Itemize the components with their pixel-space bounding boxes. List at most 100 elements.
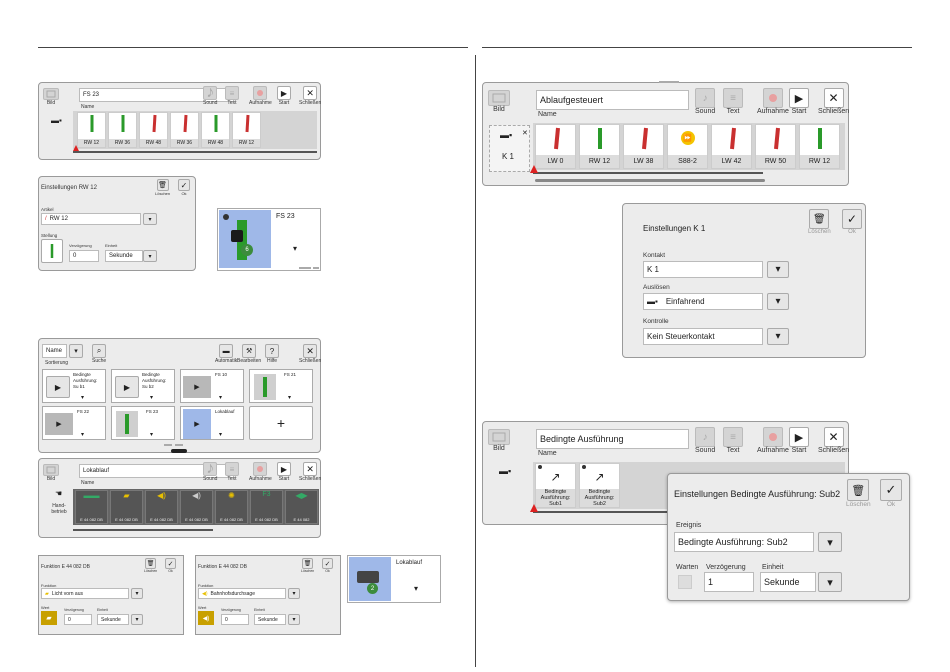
sequence-tile[interactable]: ▶Bedingte Ausführung: Su b1▾ [42, 369, 106, 403]
step-cell[interactable]: RW 12 [579, 124, 620, 169]
step-cell[interactable]: ▬▬E 44 082 DB [75, 490, 108, 524]
step-cell[interactable]: RW 12 [232, 112, 261, 148]
timeline-marker[interactable] [530, 504, 538, 512]
bild-button[interactable]: Bild [43, 88, 59, 106]
step-cell[interactable]: ↗Bedingte Ausführung: Sub2 [579, 463, 620, 508]
contact-trigger-box[interactable]: ▬▪ ✕ K 1 [489, 125, 530, 172]
step-cell[interactable]: ↗Bedingte Ausführung: Sub1 [535, 463, 576, 508]
wert-toggle[interactable]: ◀) [198, 611, 214, 625]
sound-button[interactable]: ♪Sound [695, 427, 715, 454]
close-button[interactable]: ✕Schließen [818, 427, 849, 454]
text-button[interactable]: ≡Text [225, 86, 239, 106]
sort-field[interactable]: Name [42, 344, 67, 358]
timeline-marker[interactable] [73, 145, 79, 151]
text-button[interactable]: ≡Text [723, 427, 743, 454]
warten-checkbox[interactable] [678, 575, 692, 589]
funktion-field[interactable]: ◀)Bahnhofsdurchsage [198, 588, 286, 599]
ok-button[interactable]: ✓Ok [880, 479, 902, 508]
name-field[interactable]: Bedingte Ausführung [536, 429, 689, 449]
start-button[interactable]: ▶Start [789, 427, 809, 454]
step-cell[interactable]: LW 38 [623, 124, 664, 169]
chevron-down-icon[interactable]: ▾ [414, 584, 419, 593]
step-cell[interactable]: LW 42 [711, 124, 752, 169]
sequence-tile[interactable]: ▶Bedingte Ausführung: Su b2▾ [111, 369, 175, 403]
text-button[interactable]: ≡Text [225, 462, 239, 482]
step-cell[interactable]: RW 48 [201, 112, 230, 148]
kontakt-field[interactable]: K 1 [643, 261, 763, 278]
chevron-down-icon[interactable]: ▾ [143, 250, 157, 262]
sound-button[interactable]: ♪Sound [203, 460, 218, 482]
add-sequence-button[interactable]: + [249, 406, 313, 440]
aufnahme-button[interactable]: Aufnahme [249, 86, 272, 106]
start-button[interactable]: ▶Start [277, 462, 291, 482]
chevron-down-icon[interactable]: ▾ [288, 614, 300, 625]
sequence-tile[interactable]: ▶FS 10▾ [180, 369, 244, 403]
artikel-field[interactable]: /RW 12 [41, 213, 141, 225]
step-cell[interactable]: RW 36 [170, 112, 199, 148]
sound-button[interactable]: ♪Sound [203, 84, 218, 106]
aufnahme-button[interactable]: Aufnahme [757, 427, 789, 454]
chevron-down-icon[interactable]: ▾ [293, 244, 298, 253]
step-cell[interactable]: ▰E 44 082 DB [110, 490, 143, 524]
chevron-down-icon[interactable]: ▾ [818, 572, 842, 592]
ereignis-field[interactable]: Bedingte Ausführung: Sub2 [674, 532, 814, 552]
ok-button[interactable]: ✓Ok [178, 179, 190, 196]
aufnahme-button[interactable]: Aufnahme [757, 88, 789, 115]
sequence-tile[interactable]: FS 21▾ [249, 369, 313, 403]
verzoegerung-field[interactable]: 0 [69, 250, 99, 262]
chevron-down-icon[interactable]: ▾ [143, 213, 157, 225]
step-cell[interactable]: RW 50 [755, 124, 796, 169]
delete-button[interactable]: 🗑Löschen [155, 179, 170, 196]
kontrolle-field[interactable]: Kein Steuerkontakt [643, 328, 763, 345]
ok-button[interactable]: ✓Ok [165, 558, 176, 573]
step-cell[interactable]: RW 48 [139, 112, 168, 148]
delete-button[interactable]: 🗑Löschen [808, 209, 831, 235]
hilfe-button[interactable]: ?Hilfe [265, 344, 279, 364]
chevron-down-icon[interactable]: ▾ [767, 293, 789, 310]
wert-toggle[interactable]: ▰ [41, 611, 57, 625]
step-cell[interactable]: RW 36 [108, 112, 137, 148]
remove-icon[interactable]: ✕ [522, 130, 528, 137]
start-button[interactable]: ▶Start [277, 86, 291, 106]
chevron-down-icon[interactable]: ▾ [131, 588, 143, 599]
delete-button[interactable]: 🗑Löschen [846, 479, 871, 508]
delete-button[interactable]: 🗑Löschen [144, 558, 157, 573]
sound-button[interactable]: ♪Sound [695, 88, 715, 115]
ok-button[interactable]: ✓Ok [322, 558, 333, 573]
chevron-down-icon[interactable]: ▾ [288, 588, 300, 599]
step-cell[interactable]: ⏩S88-2 [667, 124, 708, 169]
bild-button[interactable]: Bild [488, 90, 510, 113]
lokablauf-tile[interactable]: 2 Lokablauf ▾ [347, 555, 441, 603]
delete-button[interactable]: 🗑Löschen [301, 558, 314, 573]
einheit-field[interactable]: Sekunde [254, 614, 286, 625]
step-cell[interactable]: ✺E 44 082 DB [215, 490, 248, 524]
close-button[interactable]: ✕Schließen [299, 344, 322, 364]
ausloesen-field[interactable]: ▬▪Einfahrend [643, 293, 763, 310]
verzoegerung-field[interactable]: 1 [704, 572, 754, 592]
step-cell[interactable]: ◀)E 44 082 DB [145, 490, 178, 524]
text-button[interactable]: ≡Text [723, 88, 743, 115]
verzoegerung-field[interactable]: 0 [64, 614, 92, 625]
chevron-down-icon[interactable]: ▾ [767, 261, 789, 278]
sequence-tile[interactable]: FS 23▾ [111, 406, 175, 440]
bearbeiten-button[interactable]: ⚒Bearbeiten [237, 344, 261, 364]
fs23-tile[interactable]: 6 FS 23 ▾ [217, 208, 321, 271]
bild-button[interactable]: Bild [43, 464, 59, 482]
automatik-button[interactable]: ▬Automatik [215, 344, 237, 364]
einheit-field[interactable]: Sekunde [97, 614, 129, 625]
sequence-tile[interactable]: ▶FS 22▾ [42, 406, 106, 440]
step-cell[interactable]: ◀)E 44 082 DB [180, 490, 213, 524]
sequence-tile[interactable]: ▶Lokablauf▾ [180, 406, 244, 440]
einheit-field[interactable]: Sekunde [760, 572, 816, 592]
chevron-down-icon[interactable]: ▾ [131, 614, 143, 625]
close-button[interactable]: ✕Schließen [299, 86, 322, 106]
close-button[interactable]: ✕Schließen [818, 88, 849, 115]
search-button[interactable]: ⌕Suche [92, 344, 107, 364]
verzoegerung-field[interactable]: 0 [221, 614, 249, 625]
start-button[interactable]: ▶Start [789, 88, 809, 115]
scroll-handle[interactable] [171, 449, 187, 453]
timeline-marker[interactable] [530, 165, 538, 173]
ok-button[interactable]: ✓Ok [842, 209, 862, 235]
funktion-field[interactable]: ▰Licht vorn aus [41, 588, 129, 599]
